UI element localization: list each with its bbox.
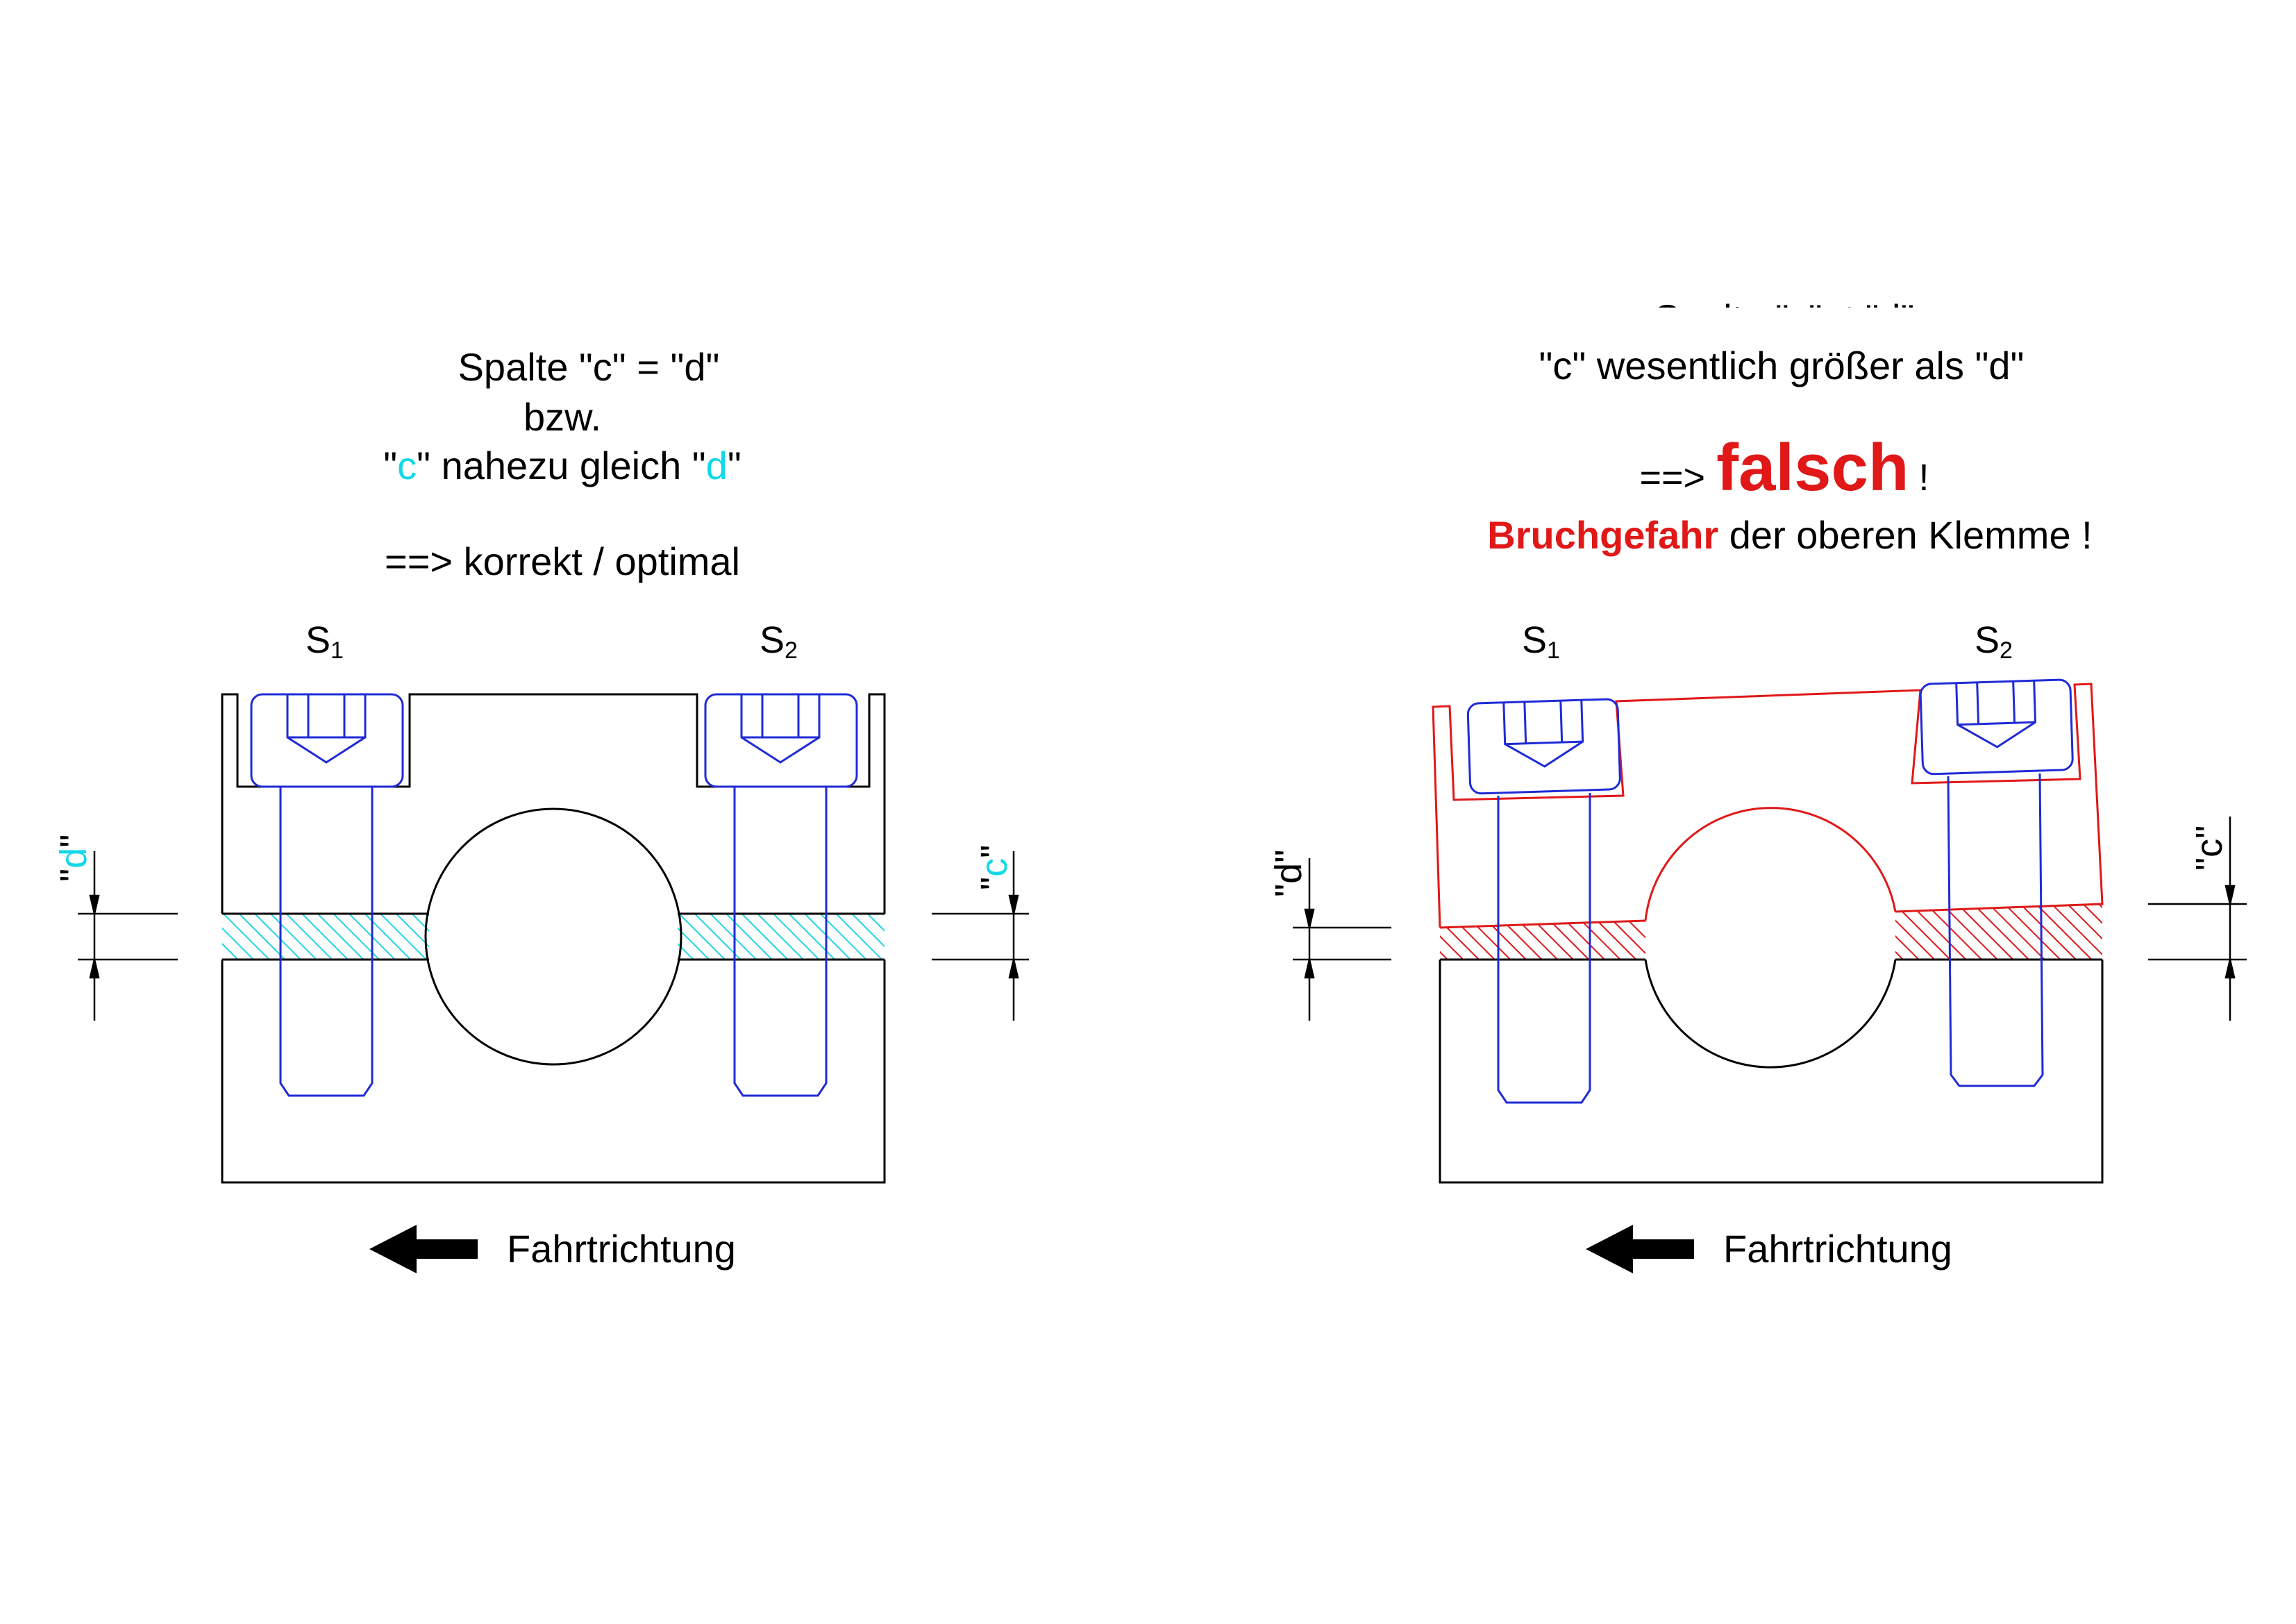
right-caption-line3: ==>falsch! (1639, 430, 1929, 505)
left-direction-label: Fahrtrichtung (507, 1227, 736, 1271)
left-dim-c-label: "c" (973, 845, 1015, 890)
right-bolt-s1-shank (1497, 793, 1591, 1104)
left-bolt-s1 (250, 693, 404, 1097)
right-bolt-s2-shank (1947, 773, 2044, 1087)
left-caption: Spalte "c" = "d" bzw. "c" nahezu gleich … (383, 345, 741, 583)
right-gap-hatch-left (1440, 921, 1645, 960)
left-direction-arrow-icon (369, 1225, 478, 1273)
left-caption-line3: "c" nahezu gleich "d" (383, 444, 741, 487)
right-caption-line1: Spalte "c" ≠ "d" (1654, 296, 1915, 340)
right-bore-lower-arc (1644, 959, 1897, 1069)
left-dim-d (78, 851, 178, 1021)
right-s1-label: S1 (1522, 619, 1560, 664)
left-panel: Spalte "c" = "d" bzw. "c" nahezu gleich … (53, 345, 1029, 1273)
right-dim-d (1293, 858, 1391, 1021)
left-dim-d-label: "d" (53, 835, 94, 882)
left-upper-clamp (221, 693, 886, 914)
right-direction-arrow-icon (1586, 1225, 1694, 1273)
left-caption-line1: Spalte "c" = "d" (458, 345, 720, 389)
left-s1-label: S1 (305, 619, 344, 664)
left-dim-c (932, 851, 1029, 1021)
left-lower-clamp (221, 960, 886, 1184)
right-caption: Spalte "c" ≠ "d" "c" wesentlich größer a… (1487, 296, 2092, 557)
right-bolt-s1 (1466, 698, 1621, 795)
right-upper-clamp (1432, 683, 2104, 929)
right-bolt-s2 (1919, 678, 2074, 776)
right-gap-hatch-right (1895, 904, 2102, 960)
right-caption-line4: Bruchgefahr der oberen Klemme ! (1487, 513, 2092, 557)
right-dim-c-label: "c" (2188, 826, 2230, 871)
left-s2-label: S2 (760, 619, 798, 664)
right-dim-c (2148, 817, 2247, 1021)
right-panel: Spalte "c" ≠ "d" "c" wesentlich größer a… (1268, 296, 2247, 1273)
right-dim-d-label: "d" (1268, 850, 1309, 897)
right-s2-label: S2 (1975, 619, 2013, 664)
left-gap-hatch-left (222, 914, 429, 960)
left-caption-line2: bzw. (523, 395, 601, 439)
right-bore-upper-arc (1644, 807, 1897, 921)
left-bolt-s2 (704, 693, 858, 1097)
left-caption-line4: ==> korrekt / optimal (385, 539, 740, 583)
right-lower-clamp (1439, 960, 2104, 1184)
right-direction-label: Fahrtrichtung (1723, 1227, 1952, 1271)
right-caption-line2: "c" wesentlich größer als "d" (1539, 344, 2025, 387)
left-bore (424, 807, 682, 1066)
left-gap-hatch-right (678, 914, 885, 960)
